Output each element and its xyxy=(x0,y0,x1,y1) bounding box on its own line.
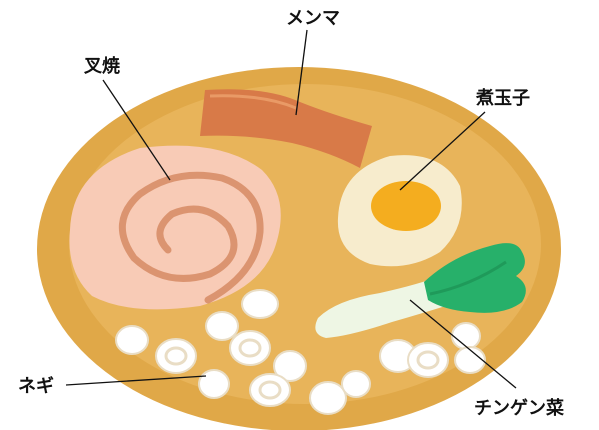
negi-ring xyxy=(258,380,282,400)
negi-piece xyxy=(229,330,271,366)
negi-piece xyxy=(407,342,449,378)
negi-piece xyxy=(198,369,230,399)
leader-line-ajitama xyxy=(399,111,486,191)
chingensai-illustration xyxy=(315,243,526,338)
leader-lines xyxy=(65,29,517,389)
negi-piece xyxy=(205,311,239,341)
label-negi: ネギ xyxy=(18,376,54,397)
leader-line-chashu xyxy=(102,79,171,181)
negi-piece xyxy=(249,373,291,407)
chashu-illustration xyxy=(69,145,281,310)
negi-piece xyxy=(454,346,486,374)
leader-line-menma xyxy=(295,29,308,116)
ajitama-illustration xyxy=(337,155,462,267)
label-menma: メンマ xyxy=(286,8,340,29)
negi-piece xyxy=(309,381,347,415)
label-chingensai: チンゲン菜 xyxy=(474,397,564,419)
negi-rings xyxy=(164,338,440,400)
label-chashu: 叉焼 xyxy=(83,55,120,77)
negi-piece xyxy=(155,338,197,374)
negi-illustration xyxy=(115,289,486,415)
negi-piece xyxy=(241,289,279,319)
label-ajitama: 煮玉子 xyxy=(475,87,530,109)
negi-piece xyxy=(273,350,307,382)
negi-ring xyxy=(416,350,440,370)
negi-ring xyxy=(164,346,188,366)
negi-piece xyxy=(341,370,371,398)
egg-yolk xyxy=(371,181,441,231)
negi-piece xyxy=(451,322,481,350)
leader-line-negi xyxy=(65,375,207,386)
labels: 叉焼 メンマ 煮玉子 ネギ チンゲン菜 xyxy=(18,8,564,419)
negi-piece xyxy=(115,325,149,355)
leader-line-chingensai xyxy=(409,299,517,389)
negi-ring xyxy=(238,338,262,358)
menma-illustration xyxy=(200,89,372,168)
